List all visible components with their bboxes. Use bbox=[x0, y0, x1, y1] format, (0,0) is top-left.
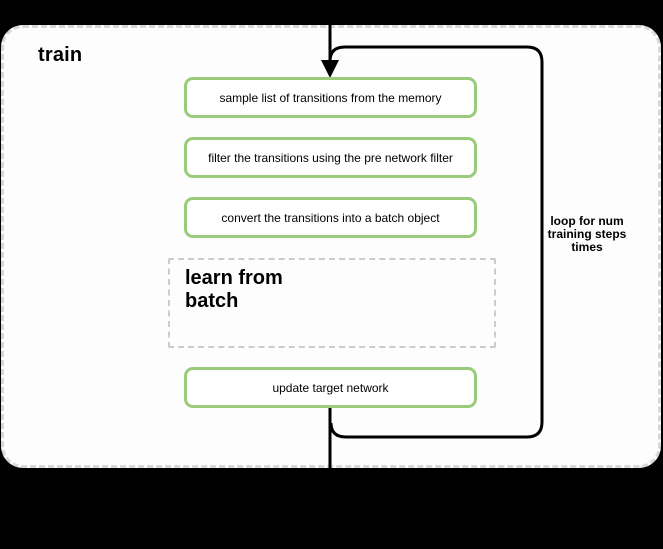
flow-node-label: convert the transitions into a batch obj… bbox=[221, 210, 440, 225]
subprocess-label: learn from batch bbox=[185, 267, 283, 312]
flow-node-label: filter the transitions using the pre net… bbox=[208, 150, 453, 165]
subprocess-learn-from-batch: learn from batch bbox=[168, 258, 496, 348]
flow-node-label: sample list of transitions from the memo… bbox=[219, 90, 442, 105]
flow-node-label: update target network bbox=[272, 380, 389, 395]
flow-node-filter-transitions: filter the transitions using the pre net… bbox=[184, 137, 477, 178]
flow-node-convert-to-batch: convert the transitions into a batch obj… bbox=[184, 197, 477, 238]
flow-node-sample-transitions: sample list of transitions from the memo… bbox=[184, 77, 477, 118]
train-group-title: train bbox=[38, 44, 83, 66]
loop-annotation: loop for num training steps times bbox=[547, 214, 627, 254]
flow-node-update-target-network: update target network bbox=[184, 367, 477, 408]
